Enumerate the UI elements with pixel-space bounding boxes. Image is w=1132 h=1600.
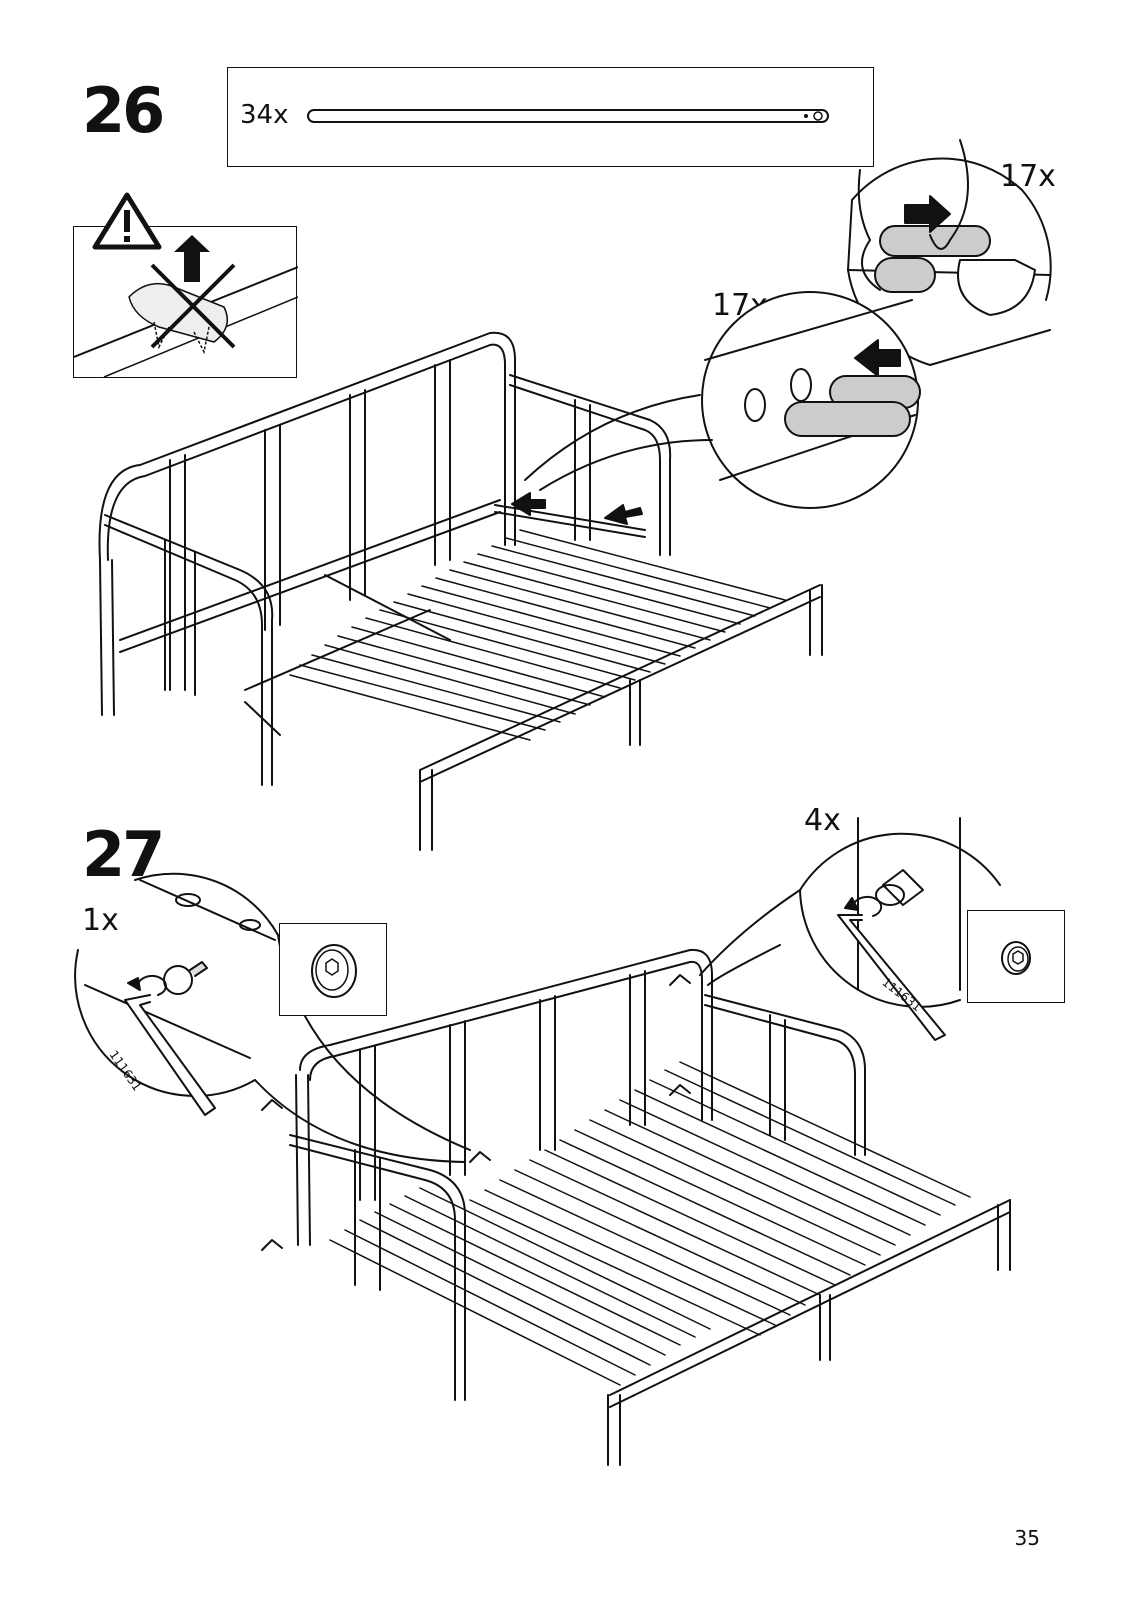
daybed-frame-step27	[262, 950, 1010, 1465]
detail-left-circle	[75, 874, 470, 1162]
detail-b-circle	[525, 292, 920, 508]
page-number: 35	[1015, 1526, 1040, 1550]
detail-right-circle	[700, 818, 1000, 1040]
hex-screw-icon	[280, 924, 388, 1017]
spacer-nut-panel	[967, 910, 1065, 1003]
expanded-bed-slats	[330, 1062, 970, 1385]
screw-head-panel	[279, 923, 387, 1016]
hex-spacer-icon	[968, 911, 1066, 1004]
